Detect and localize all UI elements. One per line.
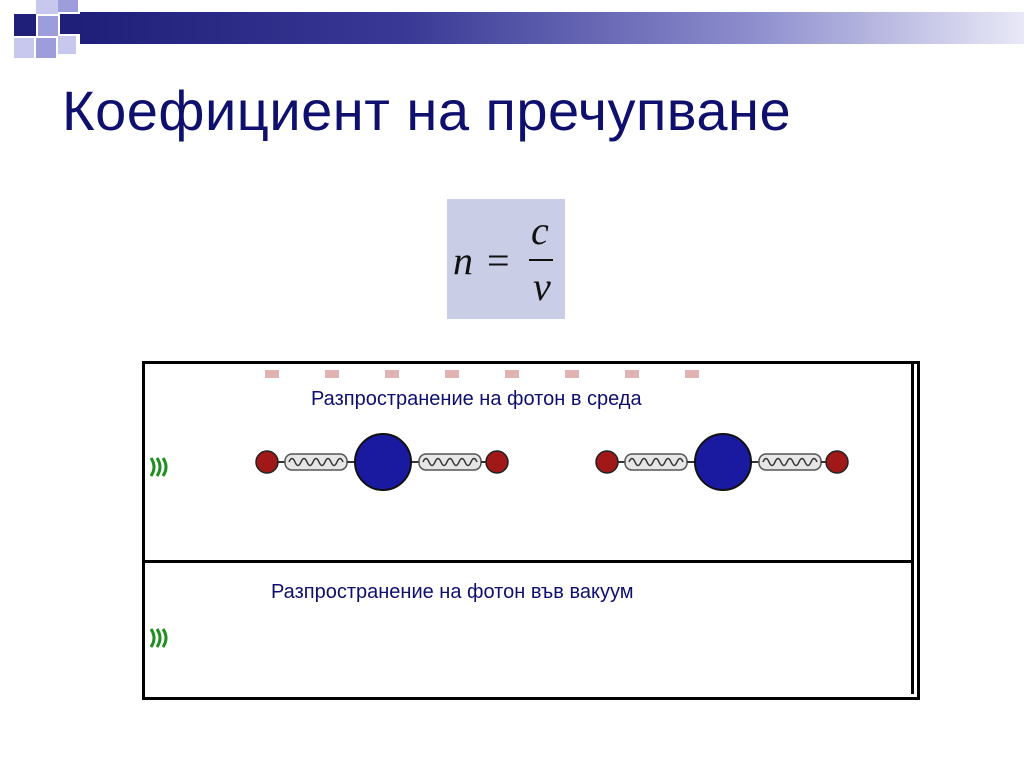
photon-wave-icon (149, 628, 168, 648)
photon-wave-icon (149, 457, 168, 477)
vacuum-panel: Разпространение на фотон във вакуум (145, 563, 914, 694)
fraction-bar (529, 259, 553, 261)
corner-square (60, 14, 80, 34)
corner-square (36, 38, 56, 58)
refractive-index-formula: n = c v (447, 199, 565, 319)
corner-square (58, 0, 78, 12)
formula-equals: = (487, 238, 510, 283)
vacuum-label: Разпространение на фотон във вакуум (271, 581, 634, 603)
corner-square (36, 0, 58, 14)
formula-denominator: v (533, 264, 551, 309)
molecule-icon (255, 433, 509, 491)
formula-numerator: c (531, 208, 549, 253)
corner-square (14, 14, 36, 36)
medium-label: Разпространение на фотон в среда (311, 388, 642, 410)
medium-panel: Разпространение на фотон в среда (145, 364, 914, 563)
clipped-text-fragment (265, 370, 745, 378)
molecule-icon (595, 433, 849, 491)
photon-animation: Разпространение на фотон в среда (142, 361, 920, 700)
slide-title: Коефициент на пречупване (62, 79, 792, 142)
corner-square (58, 36, 76, 54)
corner-square (14, 38, 34, 58)
formula-lhs: n (453, 238, 473, 283)
header-bar (80, 12, 1024, 44)
corner-square (38, 16, 58, 36)
